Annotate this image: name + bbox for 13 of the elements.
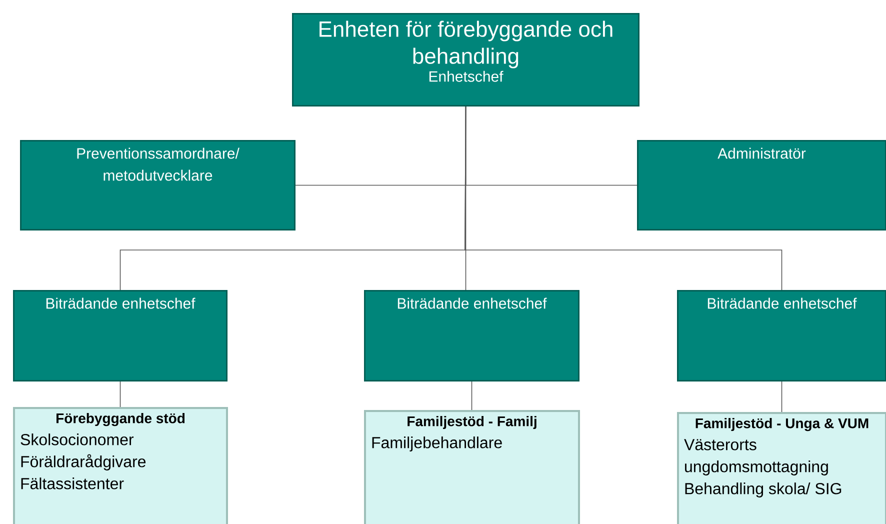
connector-line xyxy=(464,106,782,290)
role-box: Biträdande enhetschef xyxy=(364,290,580,382)
role-box: Biträdande enhetschef xyxy=(13,290,228,382)
team-box: Förebyggande stöd Skolsocionomer Föräldrarådgivare Fältassistenter xyxy=(13,407,228,524)
connector-line xyxy=(120,381,121,408)
role-box: Preventionssamordnare/ metodutvecklare xyxy=(20,140,296,230)
team-box: Familjestöd - Unga & VUM Västerorts ungdomsmottagning Behandling skola/ SIG xyxy=(677,412,886,524)
connector-line xyxy=(471,381,472,410)
unit-box: Enheten för förebyggande och behandling Enhetschef xyxy=(292,13,640,106)
team-box: Familjestöd - Familj Familjebehandlare xyxy=(364,410,580,524)
role-box: Administratör xyxy=(637,140,886,230)
role-box: Biträdande enhetschef xyxy=(677,290,886,382)
connector-line xyxy=(781,381,782,412)
